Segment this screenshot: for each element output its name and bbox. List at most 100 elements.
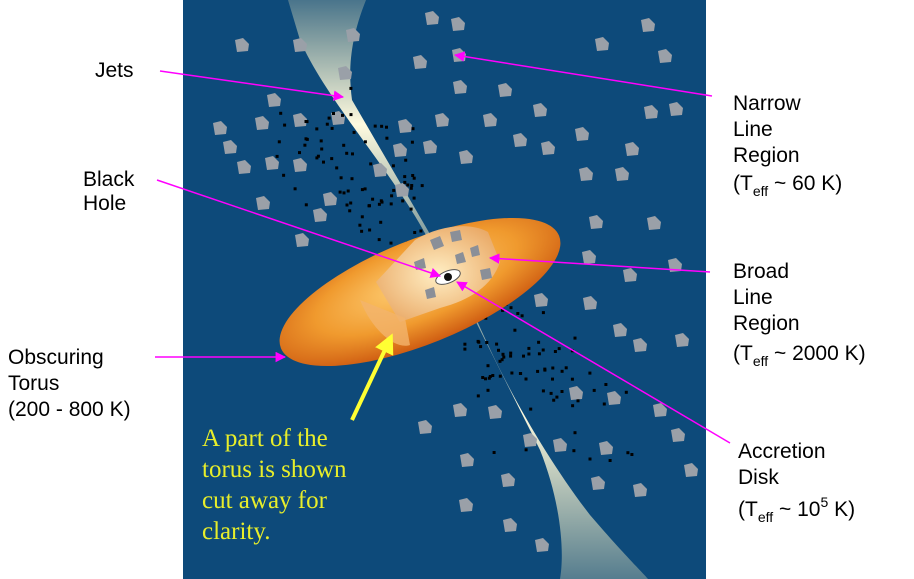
dot (364, 140, 367, 143)
dot (488, 377, 491, 380)
dot (410, 184, 413, 187)
label-black-hole-1: Black (83, 168, 135, 191)
dot (368, 229, 371, 232)
dot (487, 364, 490, 367)
dot (401, 199, 404, 202)
label-jets: Jets (95, 59, 134, 82)
dot (589, 458, 592, 461)
dot (509, 352, 512, 355)
dot (550, 392, 553, 395)
label-narrow-1: Narrow (733, 92, 802, 115)
note-line-3: cut away for (202, 485, 402, 516)
label-torus-2: Torus (8, 372, 59, 395)
dot (516, 312, 519, 315)
label-accretion-2: Disk (738, 466, 779, 489)
label-broad-1: Broad (733, 260, 789, 283)
dot (306, 120, 309, 123)
dot (491, 374, 494, 377)
dot (349, 87, 352, 90)
label-torus-1: Obscuring (8, 346, 104, 369)
dot (561, 390, 564, 393)
dot (537, 341, 540, 344)
dot (369, 162, 372, 165)
dot (390, 242, 393, 245)
black-hole (444, 273, 452, 281)
dot (341, 114, 344, 117)
dot (510, 372, 513, 375)
dot (374, 125, 377, 128)
dot (347, 190, 350, 193)
dot (479, 345, 482, 348)
dot (298, 151, 301, 154)
dot (574, 431, 577, 434)
dot (303, 144, 306, 147)
dot (403, 175, 406, 178)
dot (485, 341, 488, 344)
dot (380, 199, 383, 202)
dot (542, 311, 545, 314)
dot (410, 208, 413, 211)
dot (463, 348, 466, 351)
dot (349, 202, 352, 205)
dot (361, 188, 364, 191)
dot (525, 378, 528, 381)
dot (493, 451, 496, 454)
dot (320, 148, 323, 151)
dot (326, 123, 329, 126)
dot (519, 372, 522, 375)
dot (487, 389, 490, 392)
dot (378, 238, 381, 241)
dot (339, 191, 342, 194)
dot (412, 127, 415, 130)
dot (361, 215, 364, 218)
dot (502, 356, 505, 359)
dot (551, 378, 554, 381)
dot (625, 391, 628, 394)
dot (527, 347, 530, 350)
dot (379, 221, 382, 224)
dot (332, 112, 335, 115)
dot (294, 187, 297, 190)
dot (593, 389, 596, 392)
label-black-hole-2: Hole (83, 192, 126, 215)
dot (413, 231, 416, 234)
dot (542, 389, 545, 392)
note-line-2: torus is shown (202, 454, 402, 485)
dot (497, 349, 500, 352)
dot (538, 352, 541, 355)
dot (495, 343, 498, 346)
label-narrow-temp: (Teff ~ 60 K) (733, 172, 842, 199)
dot (380, 125, 383, 128)
label-narrow-3: Region (733, 144, 800, 167)
dot (499, 360, 502, 363)
dot (477, 340, 480, 343)
dot (276, 155, 279, 158)
dot (588, 372, 591, 375)
dot (328, 117, 331, 120)
dot (385, 137, 388, 140)
dot (392, 164, 395, 167)
dot (603, 403, 606, 406)
dot (364, 187, 367, 190)
label-narrow-2: Line (733, 118, 773, 141)
dot (552, 399, 555, 402)
dot (317, 155, 320, 158)
dot (351, 177, 354, 180)
dot (551, 367, 554, 370)
dot (513, 329, 516, 332)
dot (609, 459, 612, 462)
dot (331, 127, 334, 130)
dot (555, 396, 558, 399)
dot (571, 404, 574, 407)
dot (403, 181, 406, 184)
label-accretion-1: Accretion (738, 440, 826, 463)
dot (626, 451, 629, 454)
label-accretion-temp: (Teff ~ 105 K) (738, 494, 855, 525)
dot (320, 139, 323, 142)
dot (305, 203, 308, 206)
dot (378, 203, 381, 206)
dot (509, 355, 512, 358)
dot (527, 353, 530, 356)
